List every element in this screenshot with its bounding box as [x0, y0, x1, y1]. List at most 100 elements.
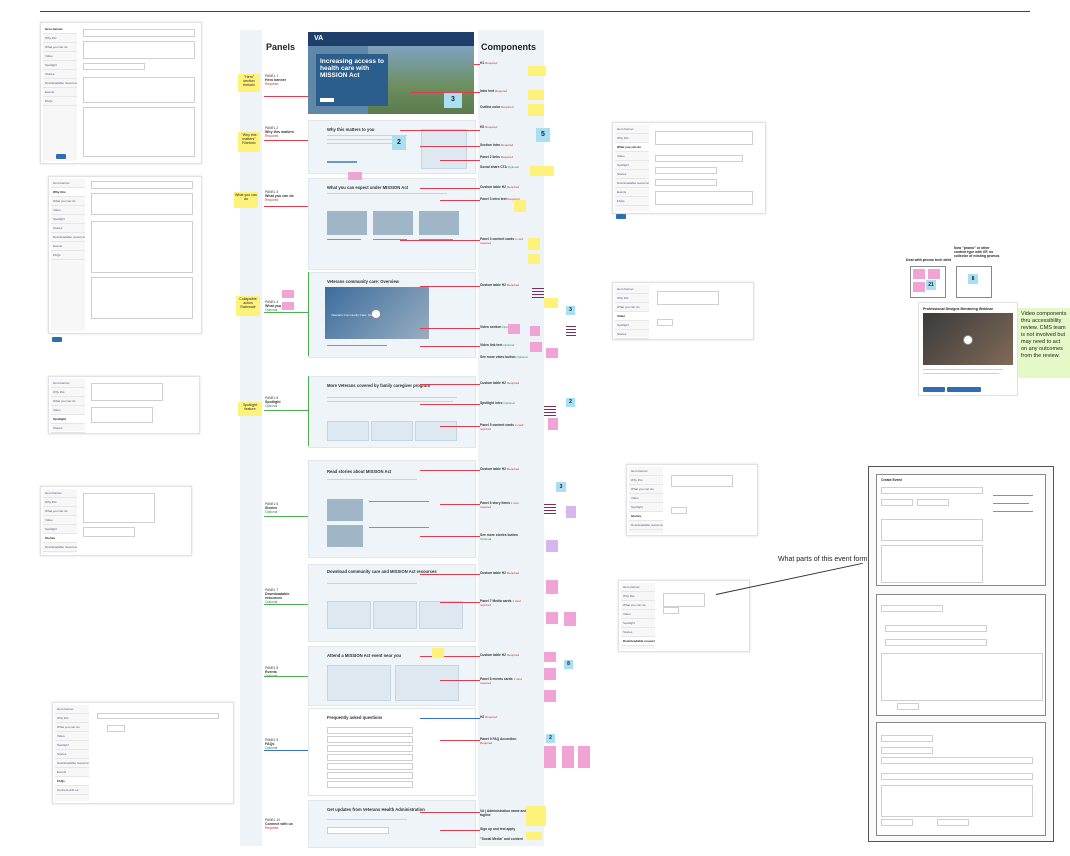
body-field[interactable]	[881, 545, 983, 583]
event-card[interactable]	[327, 665, 391, 701]
sidebar-item[interactable]: Downloadable resources	[43, 79, 77, 88]
link-field[interactable]	[655, 167, 717, 174]
story-title[interactable]	[369, 501, 429, 502]
download-card[interactable]	[373, 601, 417, 629]
sidebar-item[interactable]: What you can do	[615, 143, 649, 152]
select-field[interactable]	[655, 155, 743, 162]
sidebar-item[interactable]: Video	[629, 494, 663, 503]
cta-field[interactable]	[83, 107, 195, 157]
sidebar-item[interactable]: Events	[51, 242, 85, 251]
sidebar-item[interactable]: Stories	[621, 628, 655, 637]
sidebar-item[interactable]: Downloadable resources	[621, 637, 655, 646]
sidebar-item[interactable]: Stories	[615, 170, 649, 179]
sidebar-item[interactable]: Downloadable resources	[51, 233, 85, 242]
sidebar-item[interactable]: FAQs	[615, 197, 649, 206]
cta-field[interactable]	[881, 757, 1033, 764]
save-button[interactable]	[56, 154, 66, 159]
sidebar-item[interactable]: What you can do	[629, 485, 663, 494]
sidebar-item[interactable]: Downloadable resources	[55, 759, 89, 768]
spotlight-card[interactable]	[327, 421, 369, 441]
sidebar-item[interactable]: Connect with us	[55, 786, 89, 795]
sidebar-item[interactable]: Downloadable resources	[43, 543, 77, 552]
sidebar-item[interactable]: Hero banner	[51, 179, 85, 188]
faq-item[interactable]	[327, 763, 413, 770]
video-link[interactable]	[327, 345, 387, 346]
download-card[interactable]	[327, 601, 371, 629]
sidebar-item[interactable]: Spotlight	[615, 321, 649, 330]
video-button[interactable]	[947, 387, 981, 392]
sidebar-item[interactable]: Why this	[55, 714, 89, 723]
link-field[interactable]	[655, 179, 717, 186]
download-card[interactable]	[419, 601, 463, 629]
play-icon[interactable]	[963, 335, 973, 345]
spotlight-card[interactable]	[415, 421, 457, 441]
location-field[interactable]	[881, 605, 943, 612]
contact-field[interactable]	[881, 785, 1033, 817]
sidebar-item[interactable]: Stories	[43, 534, 77, 543]
faq-item[interactable]	[327, 736, 413, 743]
heading-field[interactable]	[655, 131, 753, 145]
sidebar-item[interactable]: Video	[51, 406, 85, 415]
play-icon[interactable]	[371, 309, 381, 319]
sidebar-item[interactable]: Video	[615, 312, 649, 321]
phone-field[interactable]	[881, 819, 913, 826]
signup-field[interactable]	[327, 827, 389, 834]
spotlight-card-field[interactable]	[91, 407, 153, 423]
faq-item[interactable]	[327, 781, 413, 788]
sidebar-item[interactable]: Stories	[51, 224, 85, 233]
sidebar-item[interactable]: Stories	[51, 424, 85, 433]
stories-field[interactable]	[83, 493, 155, 523]
sidebar-item[interactable]: Hero banner	[615, 285, 649, 294]
sidebar-item[interactable]: Hero banner	[55, 705, 89, 714]
share-field[interactable]	[91, 277, 193, 319]
video-button[interactable]	[923, 387, 945, 392]
sidebar-item[interactable]: Hero banner	[43, 489, 77, 498]
editor-field[interactable]	[881, 653, 1043, 701]
faq-add-button[interactable]	[107, 725, 125, 732]
address-field[interactable]	[885, 639, 987, 646]
faq-item[interactable]	[327, 754, 413, 761]
email-field[interactable]	[881, 773, 1033, 780]
cta-link[interactable]	[327, 161, 357, 163]
sidebar-item[interactable]: Spotlight	[51, 215, 85, 224]
sidebar-item[interactable]: Spotlight	[43, 525, 77, 534]
title-field[interactable]	[83, 29, 195, 37]
sidebar-item[interactable]: Video	[43, 52, 77, 61]
spotlight-field[interactable]	[91, 383, 163, 401]
sidebar-item[interactable]: Why this	[43, 34, 77, 43]
sidebar-item[interactable]: What you can do	[55, 723, 89, 732]
sidebar-item[interactable]: Spotlight	[621, 619, 655, 628]
sidebar-item[interactable]: Downloadable resources	[615, 179, 649, 188]
sidebar-item[interactable]: FAQs	[43, 97, 77, 106]
sidebar-item[interactable]: Hero banner	[43, 25, 77, 34]
sidebar-item[interactable]: Hero banner	[621, 583, 655, 592]
description-field[interactable]	[881, 519, 983, 541]
sidebar-item[interactable]: Video	[621, 610, 655, 619]
sidebar-item[interactable]: Spotlight	[629, 503, 663, 512]
image-field[interactable]	[83, 77, 195, 103]
stories-link-field[interactable]	[671, 507, 687, 514]
sidebar-item[interactable]: FAQs	[51, 251, 85, 260]
stories-field[interactable]	[671, 475, 733, 487]
heading-field[interactable]	[91, 181, 193, 189]
select-field[interactable]	[83, 63, 145, 70]
sidebar-item[interactable]: Events	[43, 88, 77, 97]
sidebar-item[interactable]: Why this	[615, 294, 649, 303]
sidebar-item[interactable]: Video	[51, 206, 85, 215]
sidebar-item[interactable]: Stories	[55, 750, 89, 759]
sidebar-item[interactable]: Video	[615, 152, 649, 161]
sidebar-item[interactable]: Downloadable resources	[629, 521, 663, 530]
sidebar-item[interactable]: What you can do	[621, 601, 655, 610]
address-field[interactable]	[885, 625, 987, 632]
date-field[interactable]	[917, 499, 949, 506]
downloads-field[interactable]	[663, 593, 705, 607]
body-field[interactable]	[91, 193, 193, 215]
sidebar-item[interactable]: Hero banner	[51, 379, 85, 388]
sidebar-item[interactable]: FAQs	[55, 777, 89, 786]
sidebar-item[interactable]: What you can do	[51, 197, 85, 206]
sidebar-item[interactable]: Spotlight	[51, 415, 85, 424]
sidebar-item[interactable]: What you can do	[43, 43, 77, 52]
faq-item[interactable]	[327, 745, 413, 752]
sidebar-item[interactable]: Why this	[43, 498, 77, 507]
sidebar-item[interactable]: Events	[615, 188, 649, 197]
